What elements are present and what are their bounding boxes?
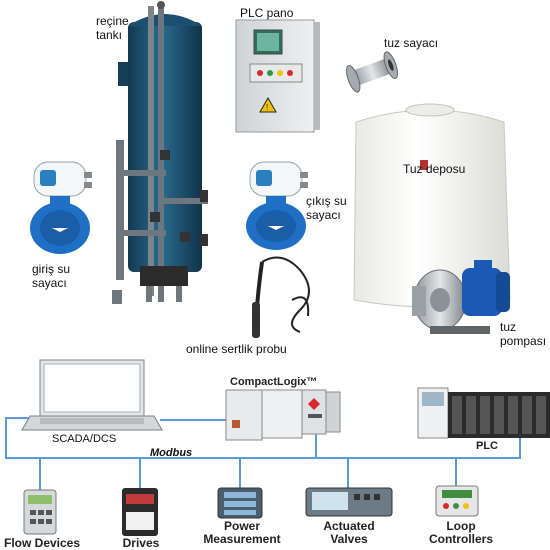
label-scada: SCADA/DCS [52, 433, 117, 445]
label-salt-meter: tuz sayacı [384, 36, 439, 50]
label-inlet-meter: giriş su sayacı [32, 262, 71, 290]
inlet-meter-device [30, 161, 92, 254]
label-modbus: Modbus [150, 447, 193, 459]
device-label: Drives [122, 536, 160, 550]
svg-text:!: ! [266, 103, 268, 112]
label-plc-panel: PLC pano [240, 6, 294, 20]
hardness-probe-device [252, 256, 310, 338]
plc-panel-cabinet: ! [235, 19, 320, 133]
label-outlet-meter: çıkış su sayacı [306, 194, 347, 222]
device-label: Power Measurement [203, 519, 281, 546]
label-hardness-probe: online sertlik probu [186, 342, 287, 356]
plc-rack [417, 387, 550, 439]
outlet-meter-device [246, 161, 308, 250]
label-plc: PLC [476, 440, 498, 452]
device-loop-icon [435, 485, 479, 517]
label-compactlogix: CompactLogix™ [230, 376, 318, 388]
label-salt-pump: tuz pompası [500, 320, 547, 348]
device-label: Actuated Valves [323, 519, 375, 546]
device-label: Loop Controllers [428, 519, 493, 546]
network-lines [5, 417, 521, 490]
resin-tank [112, 1, 208, 304]
salt-pump-device [412, 260, 510, 334]
salt-meter-device [345, 51, 399, 93]
device-drive-icon [122, 488, 158, 536]
label-salt-tank: Tuz deposu [403, 162, 466, 176]
device-label: Flow Devices [4, 536, 81, 550]
device-valve-icon [305, 487, 393, 517]
label-resin-tank: reçine tankı [96, 14, 129, 42]
scada-laptop [21, 359, 163, 431]
device-power-icon [217, 487, 263, 519]
device-flow-icon [23, 489, 57, 535]
compactlogix-controller [225, 389, 341, 441]
